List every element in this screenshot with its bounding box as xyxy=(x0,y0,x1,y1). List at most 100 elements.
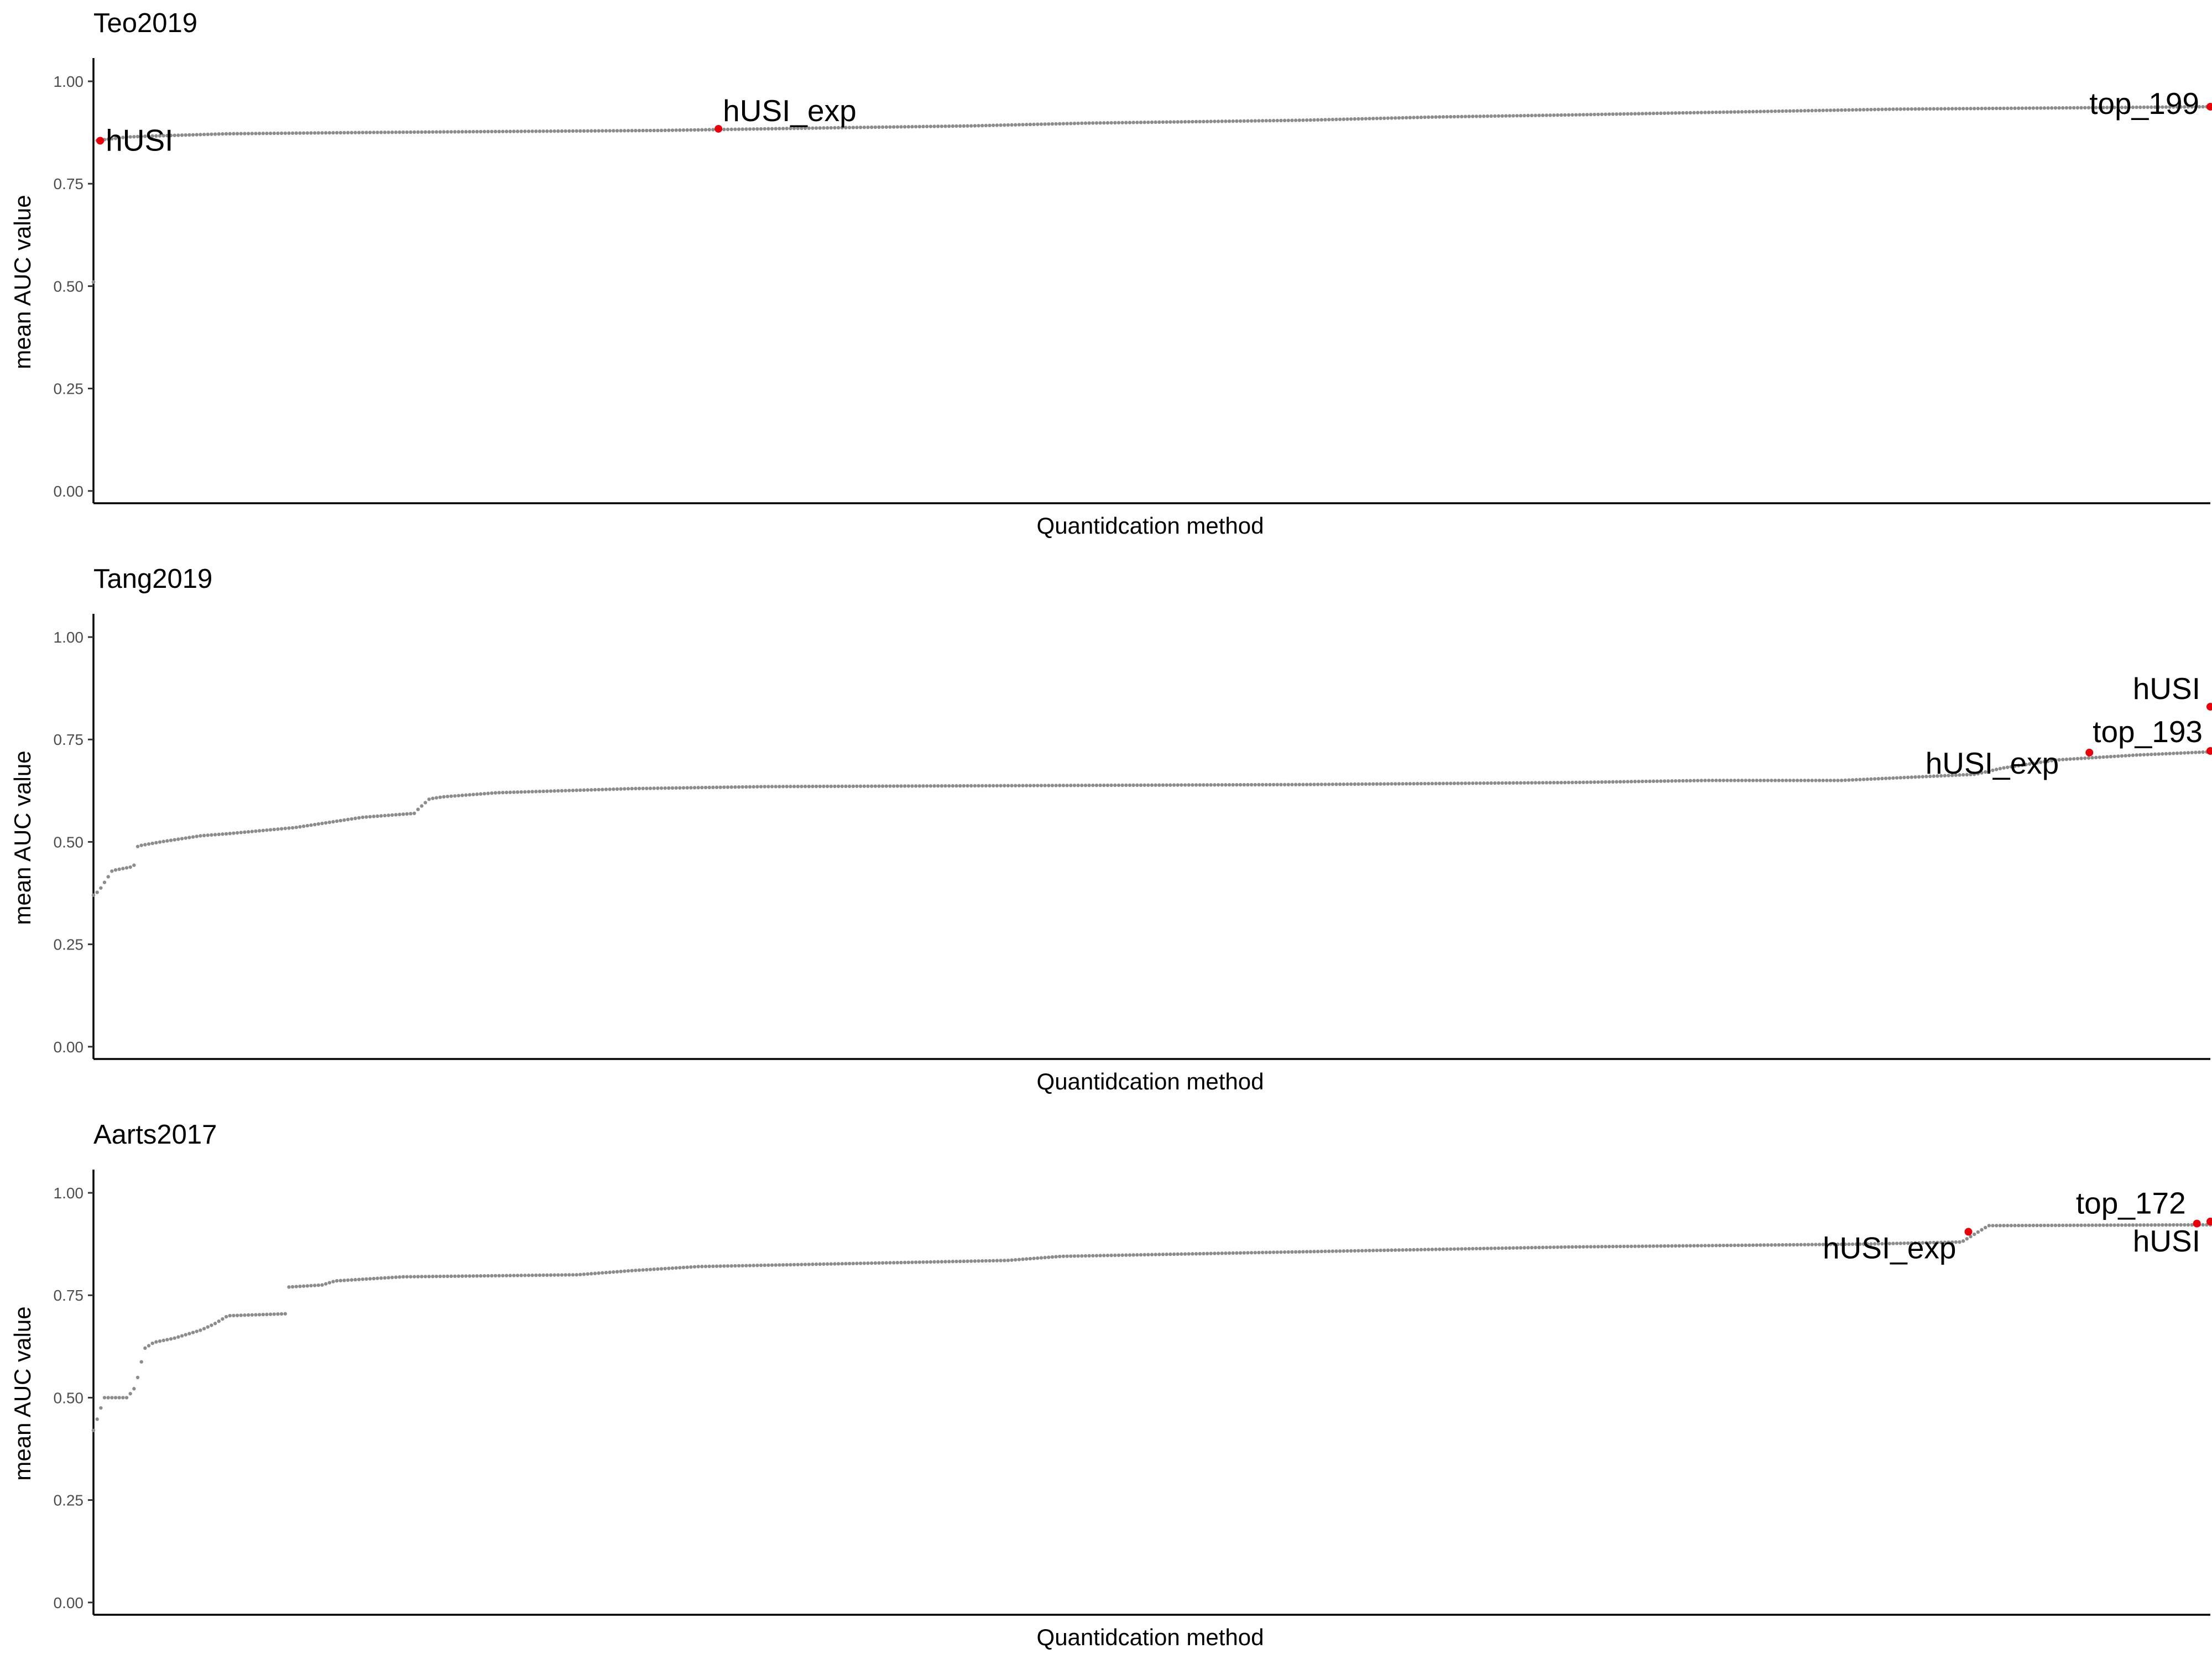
data-point xyxy=(1496,1246,1501,1250)
data-point xyxy=(1047,784,1051,787)
highlight-label: top_172 xyxy=(2076,1186,2186,1220)
data-point xyxy=(176,1335,180,1339)
data-point xyxy=(800,1262,804,1266)
data-point xyxy=(2146,753,2150,757)
data-point xyxy=(1522,1246,1526,1250)
data-point xyxy=(1762,109,1766,113)
data-point xyxy=(1419,1248,1423,1251)
data-point xyxy=(1618,780,1623,784)
data-point xyxy=(1194,783,1198,787)
data-point xyxy=(1238,119,1243,123)
data-point xyxy=(626,787,630,791)
data-point xyxy=(1083,784,1088,787)
data-point xyxy=(2124,106,2127,109)
data-point xyxy=(1180,120,1183,124)
data-point xyxy=(925,124,929,128)
data-point xyxy=(453,794,457,798)
data-point xyxy=(413,1275,416,1279)
data-point xyxy=(320,1283,324,1287)
data-point xyxy=(1253,782,1257,787)
data-point xyxy=(1397,116,1401,120)
data-point xyxy=(1139,1253,1143,1257)
data-point xyxy=(2072,757,2076,761)
data-point xyxy=(685,786,689,790)
data-point xyxy=(973,1259,977,1263)
data-point xyxy=(2179,1223,2183,1227)
data-point xyxy=(1379,782,1383,786)
data-point xyxy=(1441,1247,1446,1251)
data-point xyxy=(460,130,465,134)
data-point xyxy=(1998,766,2002,771)
data-point xyxy=(634,128,638,133)
data-point xyxy=(243,1313,247,1317)
data-point xyxy=(1947,774,1950,778)
data-point xyxy=(1784,109,1788,113)
x-axis-title: Quantidcation method xyxy=(1037,1068,1264,1094)
data-point xyxy=(575,1273,578,1277)
data-point xyxy=(1519,781,1523,785)
data-point xyxy=(501,1274,505,1277)
data-point xyxy=(552,789,556,793)
data-point xyxy=(1235,782,1239,787)
data-point xyxy=(457,794,461,797)
data-point xyxy=(895,125,900,129)
data-point xyxy=(1209,119,1213,123)
data-point xyxy=(1773,1243,1777,1247)
data-point xyxy=(283,826,287,831)
data-point xyxy=(143,843,147,847)
data-point xyxy=(1522,113,1526,118)
highlight-point xyxy=(2193,1219,2201,1228)
data-point xyxy=(2179,751,2183,755)
data-point xyxy=(523,1274,527,1277)
data-point xyxy=(1629,780,1634,784)
data-point xyxy=(1707,111,1711,114)
data-point xyxy=(1943,1240,1947,1244)
data-point xyxy=(158,840,162,844)
data-point xyxy=(1781,1243,1785,1247)
data-point xyxy=(2006,1223,2010,1228)
data-point xyxy=(1839,1242,1844,1246)
data-point xyxy=(1180,783,1183,787)
data-point xyxy=(2031,106,2036,110)
data-point xyxy=(992,784,995,788)
data-point xyxy=(541,129,545,133)
data-point xyxy=(1227,1251,1232,1255)
data-point xyxy=(711,785,715,790)
data-point xyxy=(1087,1254,1091,1258)
data-point xyxy=(2186,1223,2190,1227)
data-point xyxy=(1961,107,1965,111)
data-point xyxy=(1615,780,1619,784)
data-point xyxy=(759,1263,763,1267)
data-point xyxy=(1593,1245,1597,1249)
data-point xyxy=(1010,123,1014,127)
data-point xyxy=(2020,1223,2025,1228)
data-point xyxy=(778,1263,781,1267)
data-point xyxy=(1747,109,1751,114)
data-point xyxy=(449,1274,453,1279)
data-point xyxy=(545,789,549,793)
data-point xyxy=(113,868,118,872)
data-point xyxy=(707,128,711,132)
y-axis-title: mean AUC value xyxy=(9,1306,35,1480)
data-point xyxy=(2053,1223,2058,1228)
data-point xyxy=(615,787,619,791)
data-point xyxy=(1474,1246,1479,1251)
data-point xyxy=(1220,119,1224,123)
data-point xyxy=(1338,782,1342,786)
data-point xyxy=(124,135,129,139)
data-point xyxy=(678,786,682,790)
data-point xyxy=(692,128,697,132)
data-point xyxy=(541,789,545,794)
data-point xyxy=(1673,1244,1678,1248)
data-point xyxy=(1209,783,1213,787)
data-point xyxy=(1290,118,1294,122)
data-point xyxy=(748,1264,752,1267)
data-point xyxy=(1456,1247,1460,1251)
data-point xyxy=(1271,1250,1276,1254)
data-point xyxy=(121,867,125,870)
data-point xyxy=(261,1312,265,1317)
data-point xyxy=(1165,120,1168,124)
data-point xyxy=(1887,1241,1891,1245)
data-point xyxy=(593,787,597,792)
